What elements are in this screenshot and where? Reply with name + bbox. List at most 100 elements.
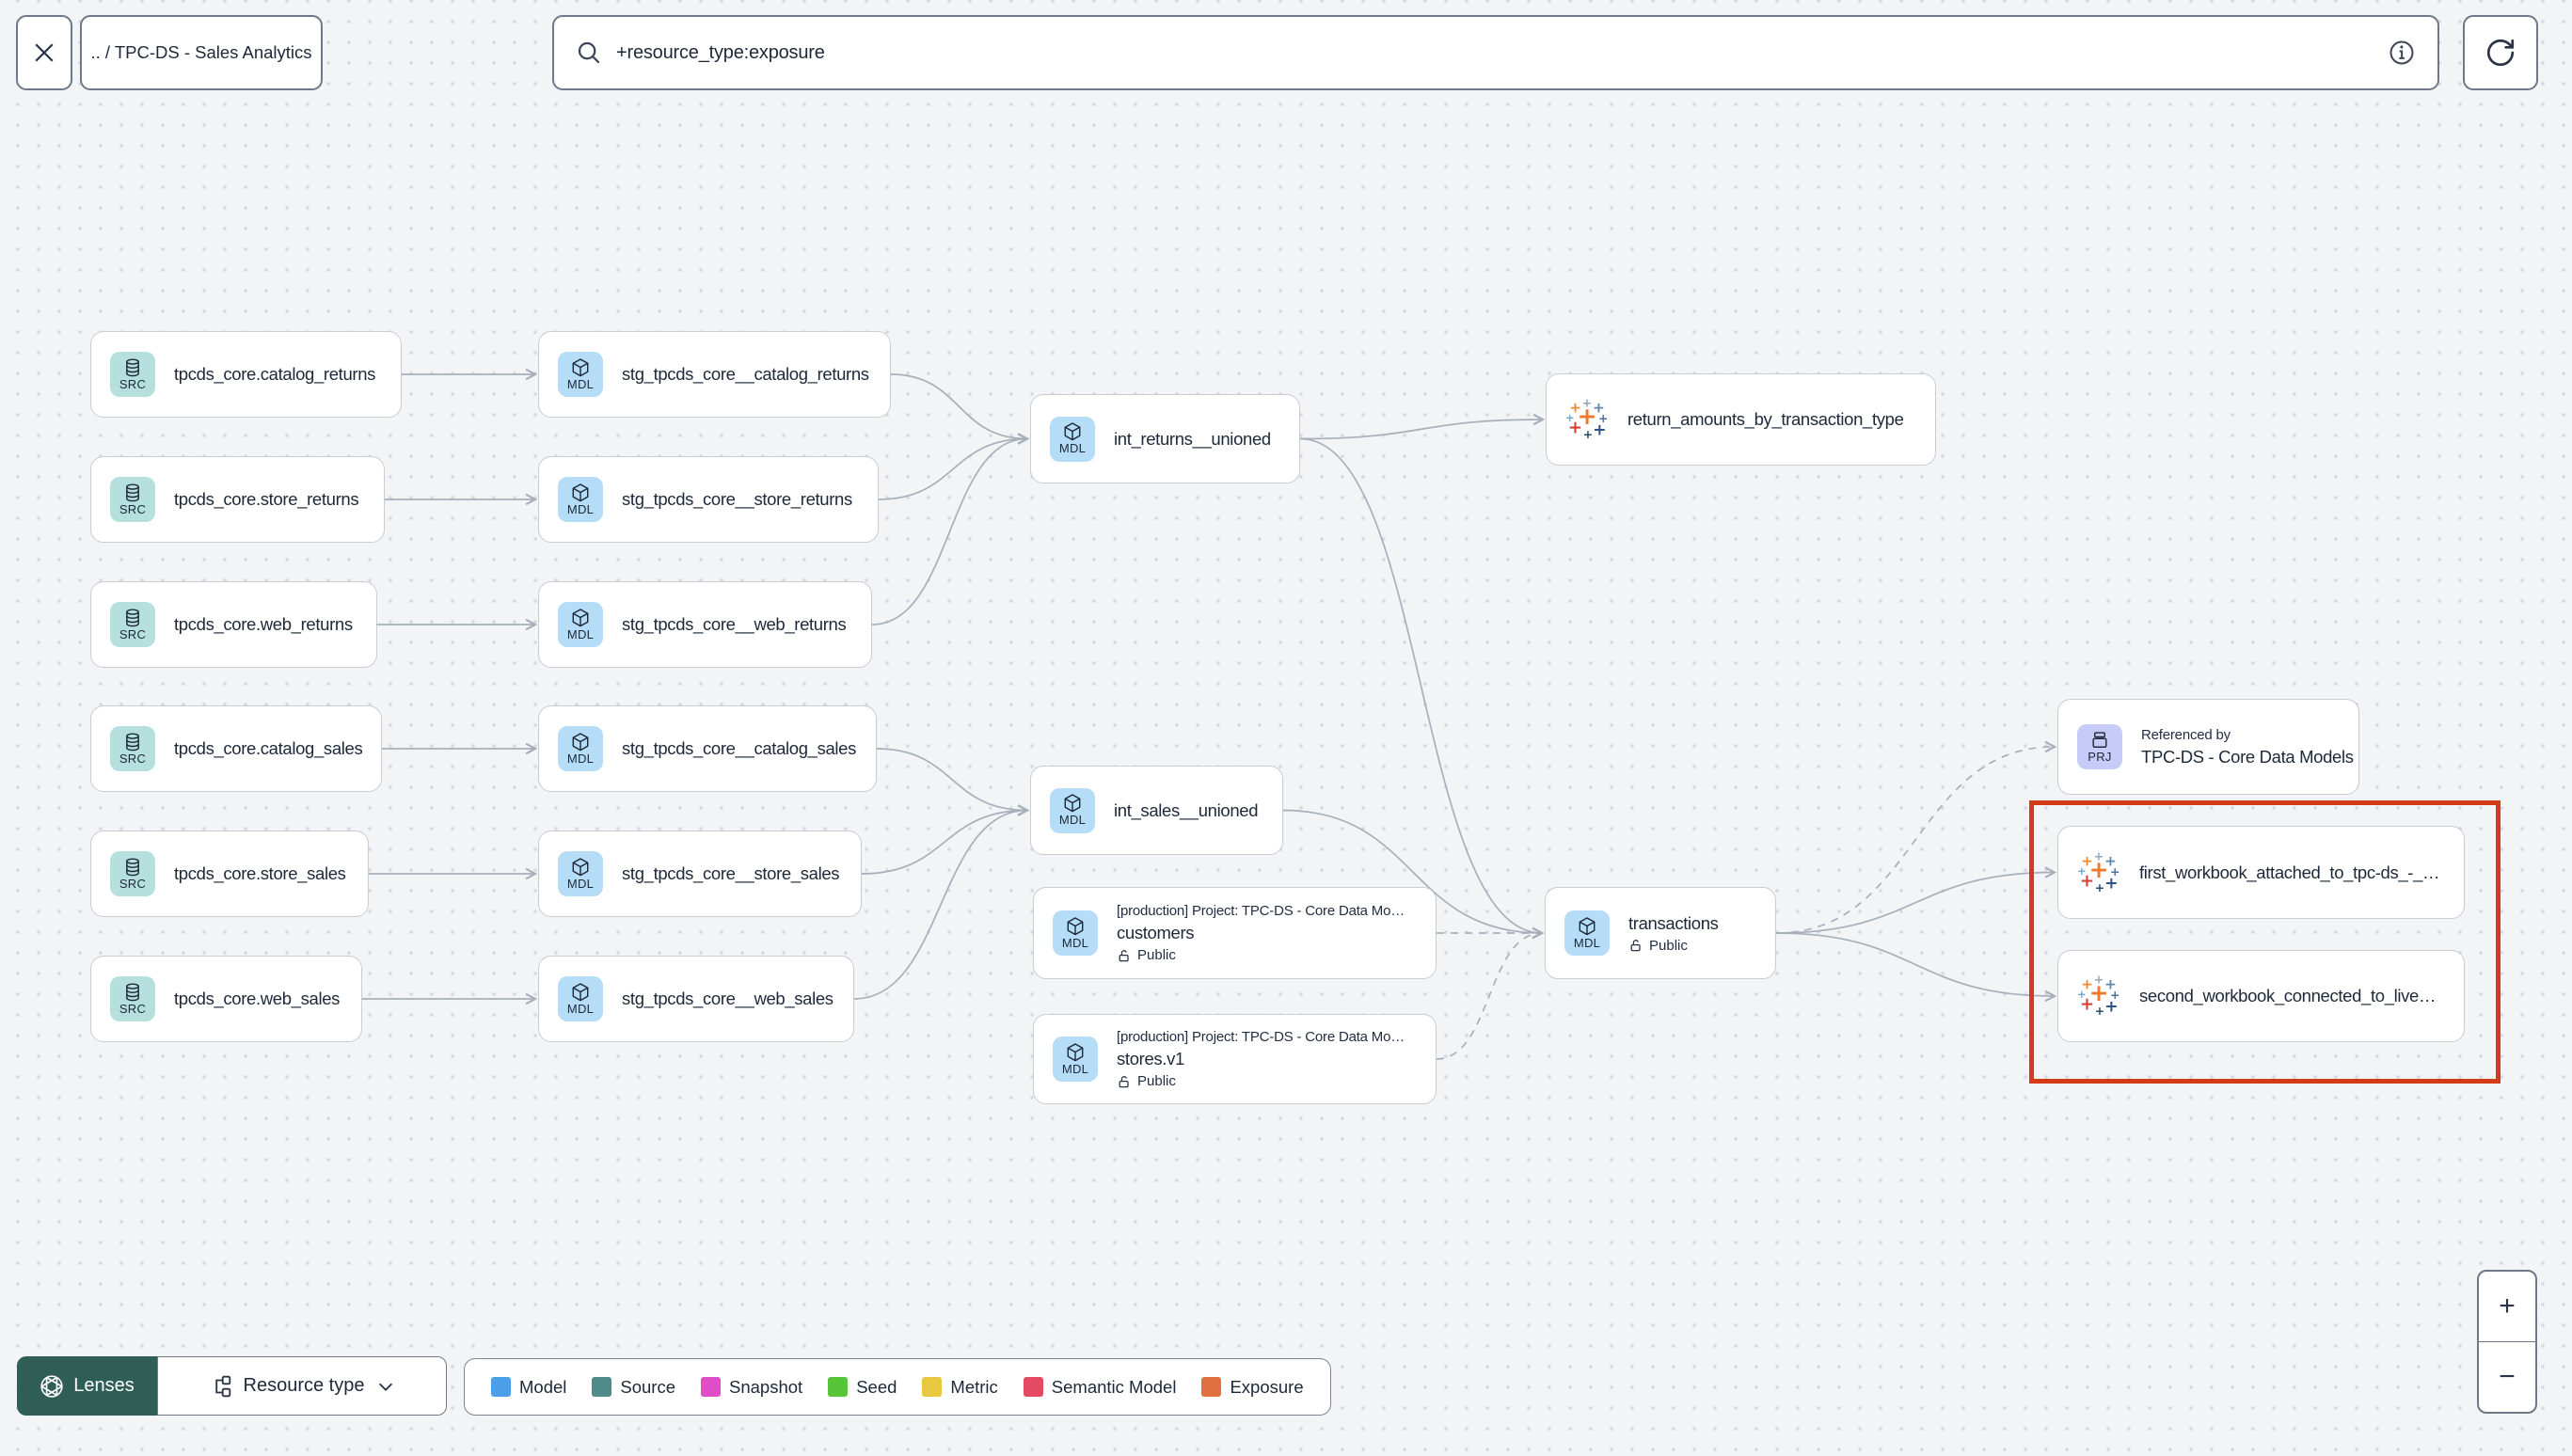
svg-text:+: +: [2089, 979, 2109, 1006]
svg-text:+: +: [1578, 403, 1597, 430]
resource-badge: PRJ: [2088, 749, 2112, 764]
chevron-down-icon: [379, 1383, 393, 1391]
node-first_workbook[interactable]: +++++++++ first_workbook_attached_to_tpc-…: [2057, 826, 2465, 919]
node-stores_v1[interactable]: MDL[production] Project: TPC-DS - Core D…: [1033, 1014, 1437, 1104]
node-src_catalog_returns[interactable]: SRC tpcds_core.catalog_returns: [90, 331, 402, 418]
tableau-icon: +++++++++: [2077, 974, 2120, 1018]
resource-badge: MDL: [1058, 813, 1087, 828]
node-label: TPC-DS - Core Data Models: [2141, 746, 2354, 767]
node-label: transactions: [1628, 912, 1719, 933]
node-return_amounts_by_transaction_type[interactable]: +++++++++return_amounts_by_transaction_t…: [1546, 373, 1936, 466]
node-second_workbook[interactable]: +++++++++ second_workbook_connected_to_li…: [2057, 950, 2465, 1042]
node-stg_web_sales[interactable]: MDL stg_tpcds_core__web_sales: [538, 956, 854, 1042]
refresh-button[interactable]: [2463, 15, 2538, 90]
cube-icon: MDL: [558, 976, 603, 1021]
edge-stg_catalog_returns-to-int_returns__unioned: [890, 373, 1030, 445]
node-stg_catalog_sales[interactable]: MDL stg_tpcds_core__catalog_sales: [538, 705, 877, 792]
database-icon: SRC: [110, 352, 155, 397]
svg-text:+: +: [2080, 994, 2094, 1014]
open-lock-icon: [1630, 940, 1641, 952]
svg-text:+: +: [2081, 975, 2093, 992]
resource-badge: MDL: [1573, 935, 1601, 950]
open-lock-icon: [1119, 1075, 1129, 1087]
database-glyph: [126, 733, 139, 752]
node-label: stores.v1: [1117, 1049, 1184, 1068]
cube-glyph: [1064, 794, 1081, 813]
legend-swatch: [1201, 1377, 1222, 1397]
breadcrumb-label: .. / TPC-DS - Sales Analytics: [90, 42, 312, 62]
legend-swatch: [922, 1377, 943, 1397]
lenses-label: Lenses: [73, 1375, 135, 1396]
resource-badge: SRC: [119, 751, 147, 766]
node-label: second_workbook_connected_to_live…: [2139, 986, 2437, 1005]
access-label: Public: [1649, 937, 1688, 954]
node-src_web_returns[interactable]: SRC tpcds_core.web_returns: [90, 581, 377, 668]
node-access: Public: [1628, 938, 1719, 954]
database-icon: SRC: [110, 726, 155, 771]
edge-int_returns__unioned-to-return_amounts_by_transaction_type: [1299, 413, 1546, 440]
node-label: tpcds_core.store_sales: [174, 863, 346, 883]
refresh-icon: [2486, 39, 2515, 67]
node-label: tpcds_core.catalog_returns: [174, 364, 376, 384]
search-input[interactable]: [616, 41, 2374, 64]
resource-type-button[interactable]: Resource type: [157, 1356, 447, 1416]
cube-icon: MDL: [1050, 787, 1095, 833]
node-customers[interactable]: MDL[production] Project: TPC-DS - Core D…: [1033, 887, 1437, 979]
tableau-icon: +++++++++: [2077, 851, 2120, 894]
legend-swatch: [701, 1377, 722, 1397]
legend-item-model: Model: [491, 1377, 566, 1398]
lenses-button[interactable]: Lenses: [17, 1356, 157, 1416]
zoom-in-button[interactable]: +: [2479, 1272, 2535, 1341]
legend-label: Exposure: [1230, 1376, 1304, 1397]
resource-badge: MDL: [566, 1001, 595, 1016]
cube-icon: MDL: [558, 726, 603, 771]
database-glyph: [126, 358, 139, 377]
node-label: stg_tpcds_core__web_sales: [622, 989, 834, 1008]
edge-int_returns__unioned-to-transactions: [1299, 437, 1545, 940]
cube-glyph: [572, 358, 589, 377]
node-label: stg_tpcds_core__catalog_sales: [622, 738, 857, 758]
svg-text:+: +: [2110, 988, 2120, 1002]
archive-icon: PRJ: [2077, 724, 2122, 769]
zoom-out-button[interactable]: −: [2479, 1341, 2535, 1412]
tableau-icon: +++++++++: [1565, 398, 1608, 441]
svg-text:+: +: [2089, 855, 2109, 882]
cube-glyph: [572, 983, 589, 1002]
legend-label: Seed: [856, 1376, 897, 1397]
database-glyph: [126, 609, 139, 627]
legend-swatch: [1023, 1377, 1043, 1397]
node-label: tpcds_core.web_returns: [174, 614, 353, 634]
edge-transactions-to-second_workbook: [1775, 932, 2057, 1003]
node-sublabel: Referenced by: [2141, 726, 2231, 743]
cube-icon: MDL: [1564, 910, 1610, 956]
search-bar[interactable]: [552, 15, 2439, 90]
edge-stg_store_returns-to-int_returns__unioned: [878, 433, 1030, 500]
node-label: first_workbook_attached_to_tpc-ds_-_…: [2139, 862, 2440, 882]
resource-badge: MDL: [566, 501, 595, 516]
breadcrumb[interactable]: .. / TPC-DS - Sales Analytics: [80, 15, 323, 90]
search-info-button[interactable]: [2387, 38, 2417, 68]
resource-badge: MDL: [566, 876, 595, 891]
node-project_ref[interactable]: PRJ Referenced by TPC-DS - Core Data Model…: [2057, 699, 2359, 795]
database-glyph: [126, 483, 139, 502]
database-icon: SRC: [110, 976, 155, 1021]
legend-item-source: Source: [592, 1377, 675, 1398]
close-button[interactable]: [16, 15, 72, 90]
svg-text:+: +: [2104, 975, 2117, 992]
edge-stg_web_returns-to-int_returns__unioned: [871, 433, 1030, 625]
cube-glyph: [572, 733, 589, 752]
info-icon: [2389, 40, 2414, 65]
resource-badge: SRC: [119, 626, 147, 641]
